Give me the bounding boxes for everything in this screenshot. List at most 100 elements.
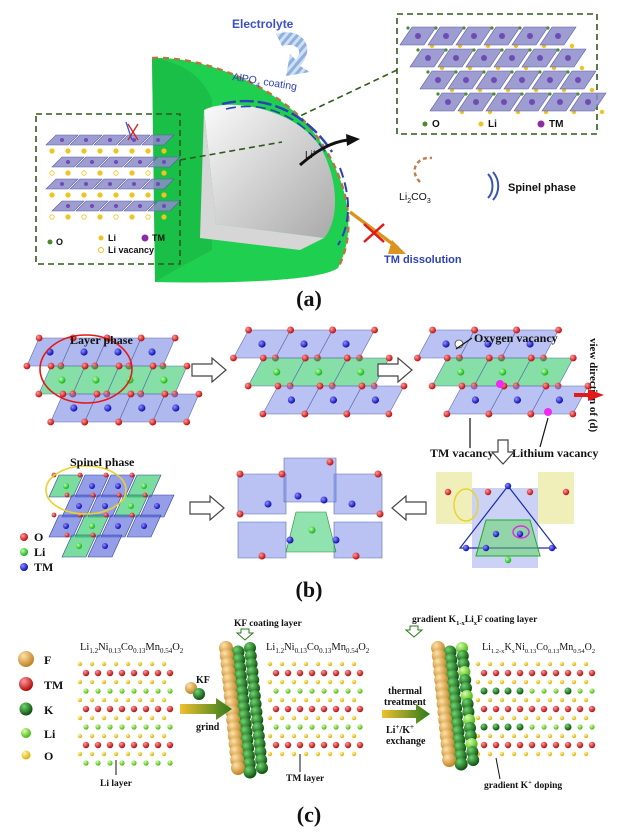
oxygen-atom [571, 733, 577, 739]
tm-atom [296, 669, 304, 677]
tm-atom [308, 741, 316, 749]
tm-atom [138, 404, 146, 412]
oxygen-atom [458, 382, 466, 390]
lithium-atom [589, 724, 595, 730]
legend-right-tm-dot [537, 120, 545, 128]
zoom-line-right [299, 69, 398, 117]
o-atom [566, 70, 570, 74]
tm-atom [344, 705, 352, 713]
oxygen-atom [244, 382, 252, 390]
li2co3-arc [413, 156, 433, 183]
oxygen-atom [315, 715, 321, 721]
arrow-b-1 [191, 356, 227, 384]
potassium-atom [480, 687, 488, 695]
lithium-atom [553, 688, 559, 694]
oxygen-atom [535, 661, 541, 667]
li-atom [129, 192, 135, 198]
tm-atom [356, 669, 364, 677]
lithium-atom [357, 724, 363, 730]
lithium-atom [541, 724, 547, 730]
panel-a: AlPO4 coating Li+ Electrolyte O Li TM O … [35, 13, 607, 311]
tm-atom [329, 396, 337, 404]
tm-atom [576, 669, 584, 677]
oxygen-atom [555, 326, 562, 334]
li-atom [113, 170, 119, 176]
legend-c-f: F [44, 653, 51, 667]
oxygen-atom [315, 697, 321, 703]
lithium-vacancy-site [496, 380, 504, 388]
tm-atom [492, 669, 500, 677]
potassium-atom [492, 687, 500, 695]
spinel-face [538, 472, 574, 524]
tm-atom [504, 705, 512, 713]
zoom-line-left [179, 141, 283, 161]
dissolution-mark-left [127, 123, 139, 141]
oxygen-atom [547, 751, 553, 757]
gradient-coating-arrow [404, 625, 424, 638]
oxygen-atom [171, 334, 179, 342]
oxygen-atom [484, 488, 492, 496]
oxygen-atom [267, 697, 273, 703]
tm-atom [114, 348, 122, 356]
tm-atom [575, 77, 581, 83]
lithium-atom [141, 483, 147, 489]
panel-b-label: (b) [296, 577, 323, 602]
oxygen-atom [583, 733, 589, 739]
li-atom [145, 170, 151, 176]
o-atom [482, 70, 486, 74]
lithium-atom [333, 688, 339, 694]
spinel-block [333, 473, 383, 515]
tm-atom [442, 340, 450, 348]
oxygen-atom [535, 751, 541, 757]
tm-atom [342, 340, 350, 348]
oxygen-atom [535, 715, 541, 721]
oxygen-atom [149, 751, 155, 757]
legend-b-tm-dot [20, 563, 28, 571]
oxygen-atom [258, 552, 266, 560]
oxygen-atom [303, 697, 309, 703]
oxygen-atom [351, 733, 357, 739]
lithium-atom [345, 724, 351, 730]
tm-atom [132, 182, 136, 186]
tm-atom [526, 340, 534, 348]
tm-atom [473, 99, 479, 105]
oxygen-atom [77, 715, 83, 721]
tm-atom [320, 741, 328, 749]
lattice-right [399, 26, 607, 115]
tm-atom [296, 741, 304, 749]
potassium-atom [564, 687, 572, 695]
li-atom [145, 214, 151, 220]
oxygen-atom [327, 715, 333, 721]
tm-vacancy-ring [453, 488, 479, 522]
lithium-atom [58, 376, 66, 384]
tm-atom [516, 705, 524, 713]
tm-atom [272, 741, 280, 749]
o-atom [538, 70, 542, 74]
legend-b-li: Li [34, 545, 46, 559]
oxygen-atom [115, 418, 123, 426]
lithium-atom [131, 760, 137, 766]
oxygen-atom [343, 410, 351, 418]
oxygen-atom [267, 733, 273, 739]
o-atom [528, 48, 532, 52]
oxygen-atom [583, 697, 589, 703]
tm-atom [516, 741, 524, 749]
oxygen-atom [161, 679, 167, 685]
oxygen-atom [571, 661, 577, 667]
tm-atom [588, 705, 596, 713]
lithium-atom [345, 688, 351, 694]
oxygen-atom [547, 697, 553, 703]
potassium-atom [504, 687, 512, 695]
oxygen-atom [547, 679, 553, 685]
oxygen-atom [527, 354, 535, 362]
tm-dissolution-label: TM dissolution [384, 254, 462, 266]
oxygen-atom [161, 390, 169, 398]
li-atom [97, 170, 103, 176]
tm-atom [482, 544, 490, 552]
oxygen-atom [89, 751, 95, 757]
tm-atom [585, 99, 591, 105]
coating-line-3 [337, 167, 349, 246]
oxygen-atom [400, 382, 408, 390]
oxygen-atom [499, 661, 505, 667]
lithium-atom [83, 688, 89, 694]
